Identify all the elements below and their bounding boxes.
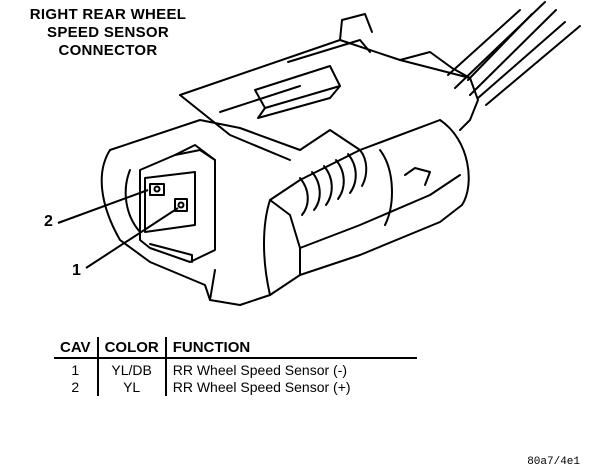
wire-bundle <box>447 1 581 106</box>
leader-line-cavity-2 <box>57 189 149 224</box>
leader-line-cavity-1 <box>85 207 179 269</box>
title-line-2: SPEED SENSOR <box>47 24 169 41</box>
diagram-title: RIGHT REAR WHEEL SPEED SENSOR CONNECTOR <box>8 6 208 60</box>
header-function: FUNCTION <box>164 337 417 359</box>
figure-code: 80a7/4e1 <box>527 456 580 468</box>
cell-cav: 1 <box>71 362 80 378</box>
title-line-1: RIGHT REAR WHEEL <box>29 6 187 23</box>
cell-color: YL/DB <box>96 358 166 379</box>
cell-function: RR Wheel Speed Sensor (+) <box>164 379 417 396</box>
table-row: 1 YL/DB RR Wheel Speed Sensor (-) <box>54 358 417 379</box>
pinout-header-row: CAV COLOR FUNCTION <box>54 337 417 359</box>
table-row: 2 YL RR Wheel Speed Sensor (+) <box>54 379 417 396</box>
callout-cavity-1: 1 <box>72 262 81 279</box>
cavity-sockets <box>149 183 188 212</box>
connector-housing <box>100 13 479 306</box>
cell-color: YL <box>96 379 166 396</box>
header-color: COLOR <box>96 337 166 359</box>
cell-function: RR Wheel Speed Sensor (-) <box>164 358 417 379</box>
cell-cav: 2 <box>71 379 80 395</box>
pinout-table: CAV COLOR FUNCTION 1 YL/DB RR Wheel Spee… <box>54 337 417 396</box>
callout-cavity-2: 2 <box>44 213 53 230</box>
title-line-3: CONNECTOR <box>58 42 158 59</box>
header-cav: CAV <box>54 337 98 359</box>
